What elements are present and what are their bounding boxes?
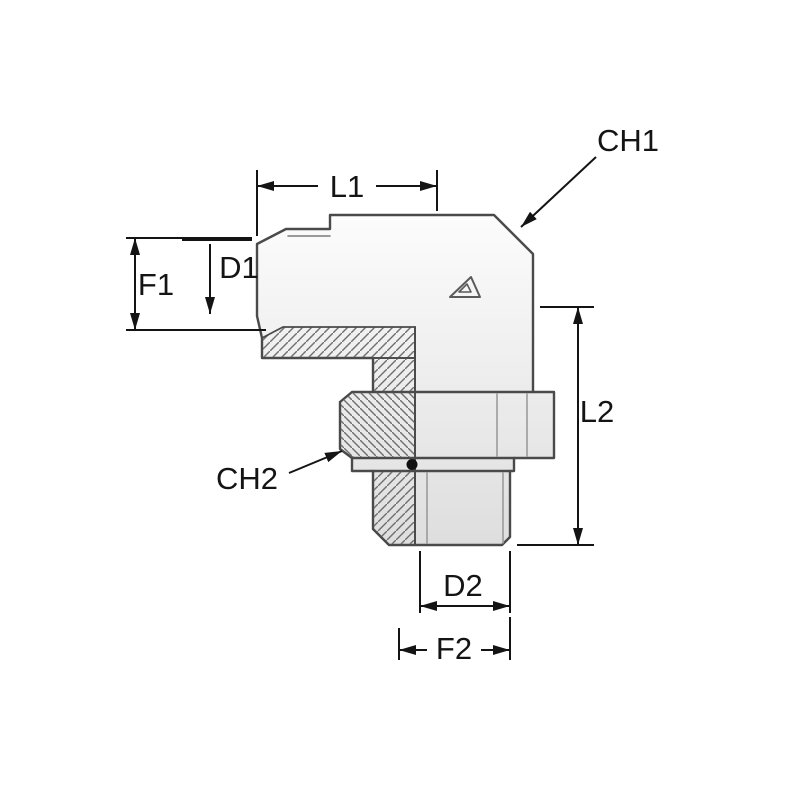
- dimension-l2: [517, 306, 594, 546]
- dimension-graphics: [126, 156, 597, 660]
- oring-seal: [406, 459, 418, 470]
- section-hatch-arm: [261, 326, 416, 359]
- section-hatch-leg-lower: [372, 470, 416, 546]
- dim-label-ch1: CH1: [597, 123, 659, 158]
- section-hatch-locknut: [339, 391, 416, 459]
- dimension-f1: [126, 237, 266, 331]
- dimension-d2: [419, 551, 511, 613]
- dimension-d1: [182, 239, 252, 314]
- fitting-body: [255, 213, 556, 547]
- logo-mark: [449, 276, 481, 298]
- l1-label-bg: [318, 168, 376, 204]
- dimension-labels: L1 CH1 D1 F1 L2 CH2 D2 F2: [138, 123, 659, 666]
- f2-label-bg: [427, 632, 481, 666]
- label-backgrounds: [318, 168, 481, 666]
- dim-label-l1: L1: [330, 169, 364, 204]
- section-hatch-leg-upper: [372, 357, 416, 393]
- dim-label-ch2: CH2: [216, 461, 278, 496]
- ch1-leader-line: [520, 156, 597, 228]
- dim-label-d1: D1: [219, 250, 259, 285]
- dim-label-l2: L2: [580, 394, 614, 429]
- dim-label-d2: D2: [443, 568, 483, 603]
- ch2-leader-line: [288, 450, 343, 474]
- dim-label-f2: F2: [436, 631, 472, 666]
- dim-label-f1: F1: [138, 267, 174, 302]
